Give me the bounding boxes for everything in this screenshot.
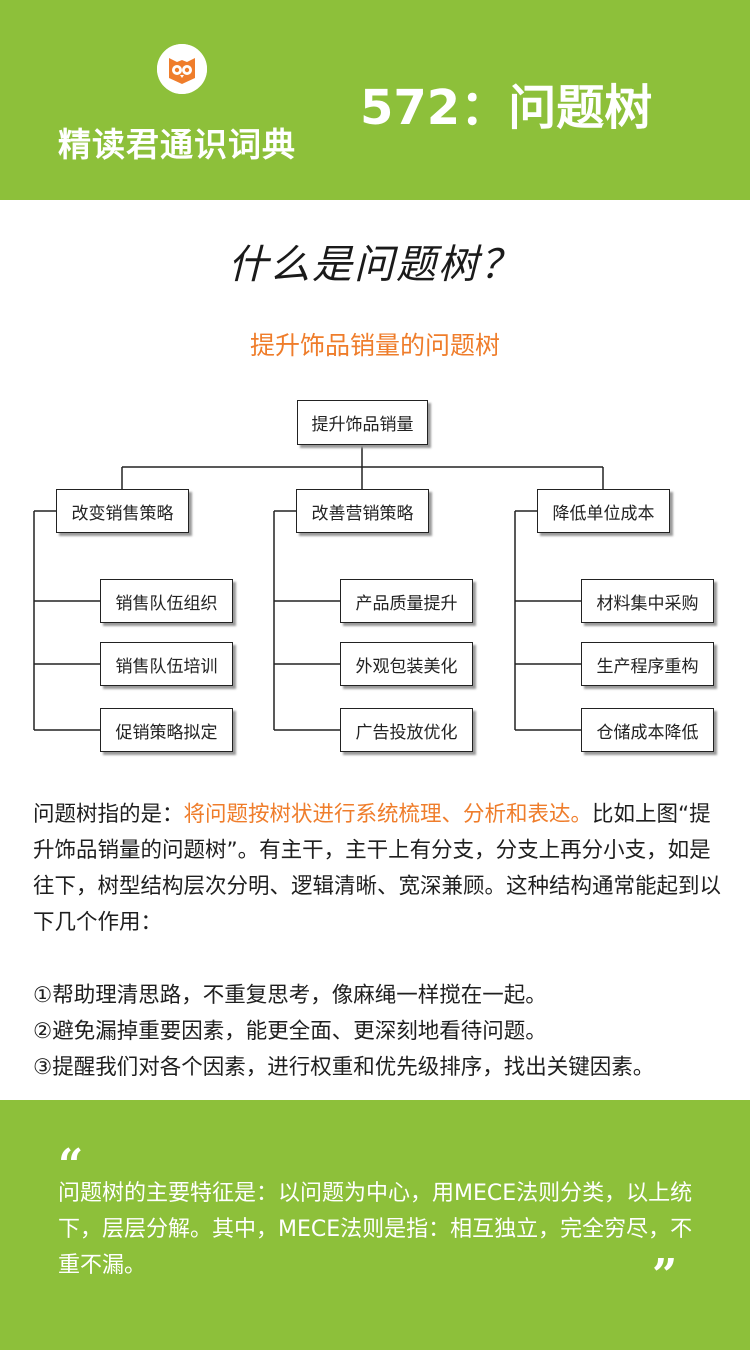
tree-leaf-node: 材料集中采购 <box>581 579 714 623</box>
tree-leaf-node: 生产程序重构 <box>581 642 714 686</box>
quote-banner <box>0 1100 750 1350</box>
tree-leaf-node: 销售队伍培训 <box>100 642 233 686</box>
tree-leaf-node: 销售队伍组织 <box>100 579 233 623</box>
list-item: ①帮助理清思路，不重复思考，像麻绳一样搅在一起。 <box>33 983 547 1008</box>
issue-title: 572：问题树 <box>360 80 653 136</box>
benefits-list: ①帮助理清思路，不重复思考，像麻绳一样搅在一起。 ②避免漏掉重要因素，能更全面、… <box>33 978 733 1086</box>
quote-text: 问题树的主要特征是：以问题为中心，用MECE法则分类，以上统下，层层分解。其中，… <box>58 1181 693 1278</box>
definition-highlight: 将问题按树状进行系统梳理、分析和表达。 <box>183 802 593 827</box>
tree-branch-node: 降低单位成本 <box>537 489 670 533</box>
tree-connector-lines <box>33 445 604 731</box>
brand-name: 精读君通识词典 <box>58 125 296 164</box>
definition-paragraph: 问题树指的是：将问题按树状进行系统梳理、分析和表达。比如上图“提升饰品销量的问题… <box>33 797 723 941</box>
definition-lead: 问题树指的是： <box>33 802 184 827</box>
tree-leaf-node: 外观包装美化 <box>340 642 473 686</box>
tree-root-node: 提升饰品销量 <box>297 400 428 445</box>
diagram-title: 提升饰品销量的问题树 <box>249 331 500 360</box>
tree-leaf-node: 促销策略拟定 <box>100 708 233 752</box>
tree-leaf-node: 产品质量提升 <box>340 579 473 623</box>
list-item: ②避免漏掉重要因素，能更全面、更深刻地看待问题。 <box>33 1019 547 1044</box>
close-quote-mark: ” <box>652 1250 678 1301</box>
tree-leaf-node: 仓储成本降低 <box>581 708 714 752</box>
section-title: 什么是问题树？ <box>228 242 522 288</box>
tree-leaf-node: 广告投放优化 <box>340 708 473 752</box>
open-quote-mark: “ <box>58 1140 84 1191</box>
owl-book-icon <box>157 44 207 94</box>
header-banner <box>0 0 750 200</box>
tree-branch-node: 改变销售策略 <box>56 489 189 533</box>
definition-rest: 比如上图“提升饰品销量的问题树”。有主干，主干上有分支，分支上再分小支，如是往下… <box>33 802 722 935</box>
tree-branch-node: 改善营销策略 <box>296 489 429 533</box>
list-item: ③提醒我们对各个因素，进行权重和优先级排序，找出关键因素。 <box>33 1055 655 1080</box>
